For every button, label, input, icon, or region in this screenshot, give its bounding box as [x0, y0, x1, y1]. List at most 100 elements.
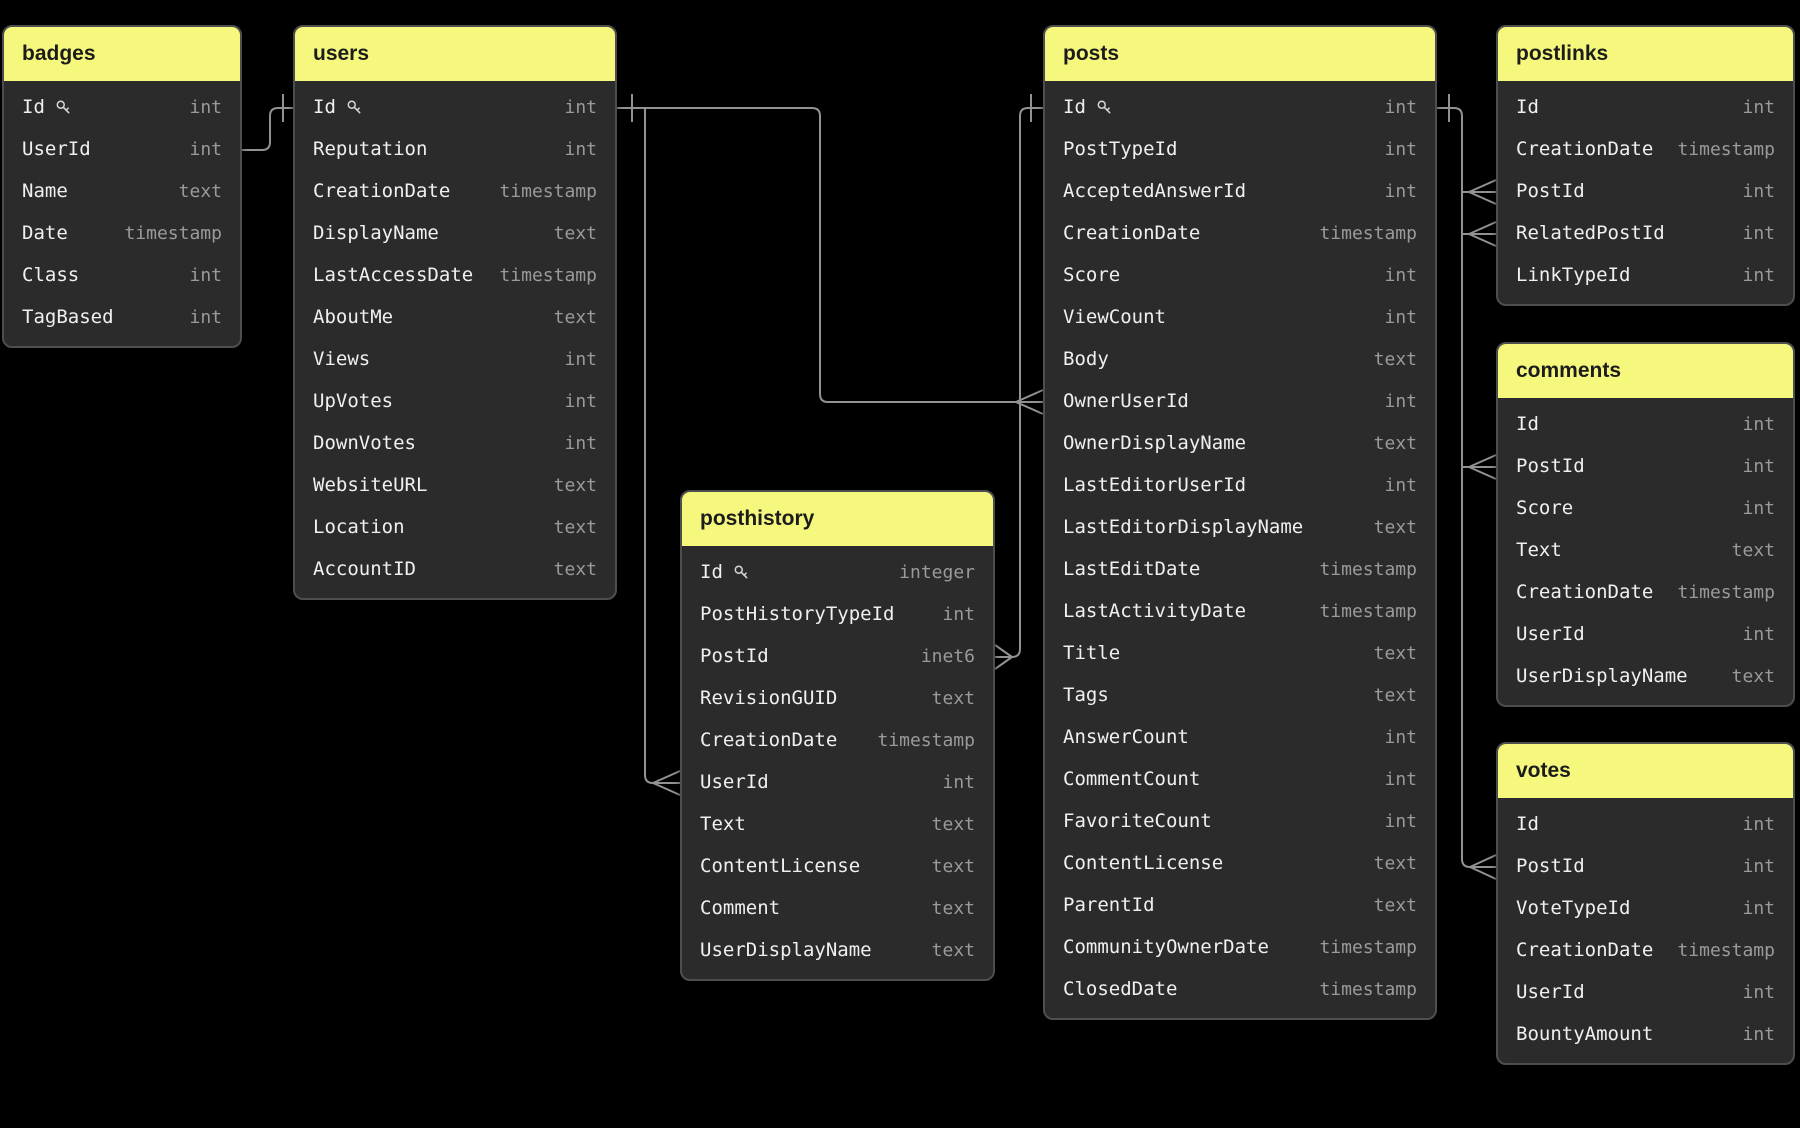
table-title-posts[interactable]: posts: [1045, 27, 1435, 81]
relationship-rail-to-comments-postid[interactable]: [1462, 454, 1497, 480]
relationship-badges-userid-to-users-id[interactable]: [242, 94, 293, 151]
field-type: int: [564, 390, 597, 412]
relationship-posts-id-to-posthistory-postid[interactable]: [994, 94, 1043, 670]
table-title-postlinks[interactable]: postlinks: [1498, 27, 1793, 81]
relationship-posts-id-to-votes-postid-rail[interactable]: [1437, 94, 1497, 880]
relationship-rail-to-postlinks-relatedpostid[interactable]: [1462, 221, 1497, 247]
table-title-badges[interactable]: badges: [4, 27, 240, 81]
field-name: Body: [1063, 348, 1109, 370]
relationship-users-id-to-posts-owneruserid[interactable]: [617, 94, 1044, 415]
field-type: int: [1742, 855, 1775, 877]
relationship-users-id-to-posthistory-userid[interactable]: [644, 108, 681, 796]
field-type: int: [1742, 180, 1775, 202]
field-name: FavoriteCount: [1063, 810, 1212, 832]
table-title-posthistory[interactable]: posthistory: [682, 492, 993, 546]
field-name: UpVotes: [313, 390, 394, 412]
table-title-users[interactable]: users: [295, 27, 615, 81]
table-title-votes[interactable]: votes: [1498, 744, 1793, 798]
field-type: timestamp: [1319, 978, 1417, 1000]
relationship-rail-to-postlinks-postid[interactable]: [1462, 179, 1497, 205]
field-type: timestamp: [1677, 939, 1775, 961]
table-title-comments[interactable]: comments: [1498, 344, 1793, 398]
field-name: CommentCount: [1063, 768, 1201, 790]
field-row-users-UpVotes[interactable]: UpVotes int: [295, 380, 615, 422]
